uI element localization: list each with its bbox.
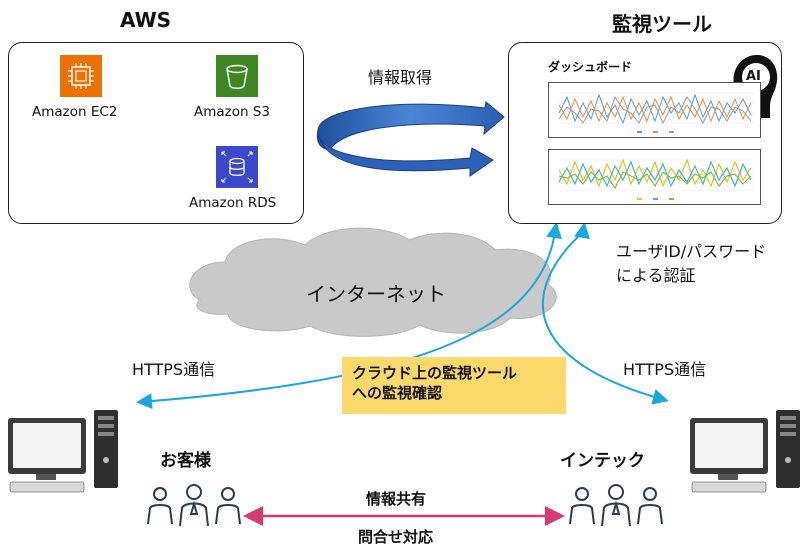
s3-icon (216, 55, 258, 97)
note-line2: への監視確認 (352, 384, 443, 402)
ec2-label: Amazon EC2 (32, 104, 118, 120)
dashboard-chart-top (548, 82, 761, 138)
intec-people-icon (566, 484, 666, 530)
note-line1: クラウド上の監視ツール (352, 364, 518, 382)
https-right-label: HTTPS通信 (623, 360, 707, 379)
internet-label: インターネット (306, 282, 446, 306)
customer-people-icon (144, 484, 244, 530)
dashboard-chart-bottom (548, 149, 761, 205)
internet-cloud (189, 227, 557, 337)
ai-label: AI (746, 69, 761, 84)
ec2-icon (60, 55, 102, 97)
intec-label: インテック (560, 451, 645, 471)
https-left-label: HTTPS通信 (132, 360, 216, 379)
rds-icon (216, 146, 258, 188)
inquiry-label: 問合せ対応 (358, 528, 434, 546)
dashboard-label: ダッシュボード (548, 60, 633, 74)
monitoring-note: クラウド上の監視ツール への監視確認 (342, 357, 566, 414)
info-share-label: 情報共有 (366, 490, 427, 508)
intec-computer-icon (686, 408, 804, 498)
auth-label-line1: ユーザID/パスワード (616, 242, 767, 261)
customer-label: お客様 (160, 451, 211, 471)
intec-https-line (541, 231, 669, 405)
customer-https-line (136, 231, 556, 410)
auth-label-line2: による認証 (616, 266, 696, 285)
info-acquire-arrow (316, 101, 505, 177)
s3-label: Amazon S3 (194, 104, 271, 120)
customer-computer-icon (4, 408, 122, 498)
info-acquire-label: 情報取得 (368, 68, 433, 87)
monitor-title: 監視ツール (612, 12, 712, 36)
aws-title: AWS (120, 8, 172, 32)
rds-label: Amazon RDS (189, 195, 277, 211)
